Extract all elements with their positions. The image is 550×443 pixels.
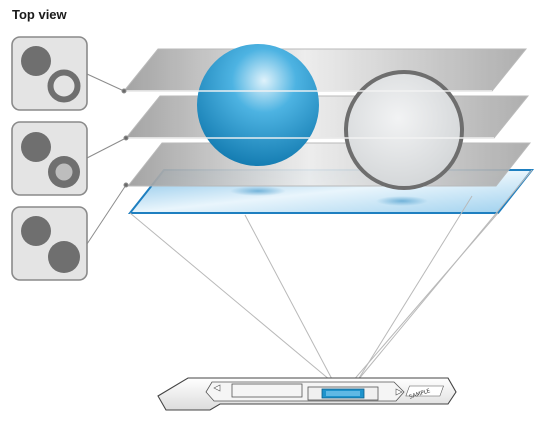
leader-lines: [86, 73, 129, 245]
panel-top-plane: [11, 36, 88, 111]
hollow-sphere-shadow: [376, 196, 428, 206]
focal-plane-top: [122, 48, 528, 92]
panel-bottom-plane: [11, 206, 88, 281]
panel-1-ring: [47, 69, 81, 103]
diagram-title: Top view: [12, 7, 67, 22]
panel-middle-plane: [11, 121, 88, 196]
top-view-panels: [11, 36, 88, 281]
solid-sphere-shadow: [230, 186, 286, 196]
panel-1-solid-circle: [21, 46, 51, 76]
hollow-sphere: [344, 70, 464, 190]
projection-lines: [129, 169, 533, 384]
focal-planes: [122, 48, 535, 214]
sample-slide: SAMPLE: [157, 377, 457, 411]
panel-2-ring-inner: [55, 163, 73, 181]
focal-plane-lower-gray: [126, 142, 532, 187]
panel-2-solid-circle: [21, 132, 51, 162]
panel-3-filled-circle: [48, 241, 80, 273]
solid-sphere: [197, 44, 319, 166]
panel-3-solid-circle: [21, 216, 51, 246]
focal-plane-middle: [124, 95, 530, 139]
